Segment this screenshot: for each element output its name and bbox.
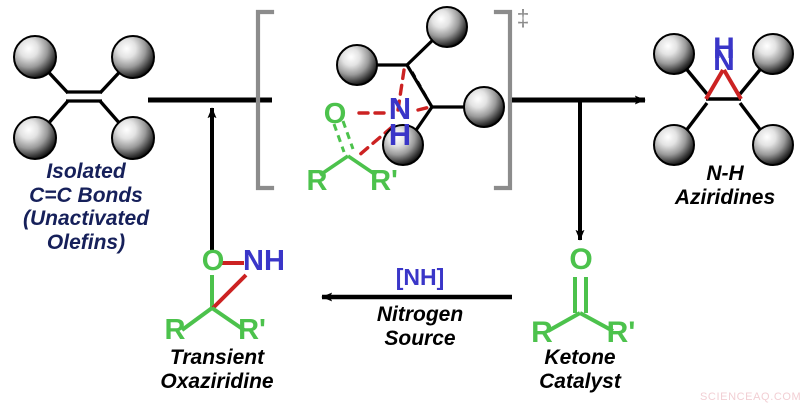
olefin-substituent-bonds: [38, 61, 130, 135]
ts-ketone-fragment: [318, 154, 378, 177]
transition-state-structure: [318, 6, 505, 177]
ts-carbon-skeleton: [374, 33, 470, 137]
olefin-substituent-spheres: [13, 35, 155, 160]
aziridine-structure: [653, 33, 794, 166]
ketone-r-bonds: [547, 311, 614, 333]
oxaziridine-nc-bond: [211, 273, 248, 310]
ts-substituent-spheres: [336, 6, 505, 166]
oxaziridine-structure: [180, 261, 248, 332]
olefin-double-bond: [66, 90, 102, 103]
olefin-structure: [13, 35, 155, 160]
oxaziridine-r-bonds: [180, 306, 246, 332]
transition-state-brackets: [255, 9, 513, 191]
ts-co-partial-bond: [332, 120, 355, 153]
watermark: SCIENCEAQ.COM: [700, 391, 800, 403]
ts-breaking-pi-bond: [410, 71, 430, 101]
aziridine-cn-bonds: [704, 68, 743, 101]
ketone-structure: [547, 277, 614, 333]
ts-forming-bonds: [350, 68, 432, 159]
aziridine-substituent-spheres: [653, 33, 794, 166]
ketone-co-double-bond: [573, 277, 588, 313]
